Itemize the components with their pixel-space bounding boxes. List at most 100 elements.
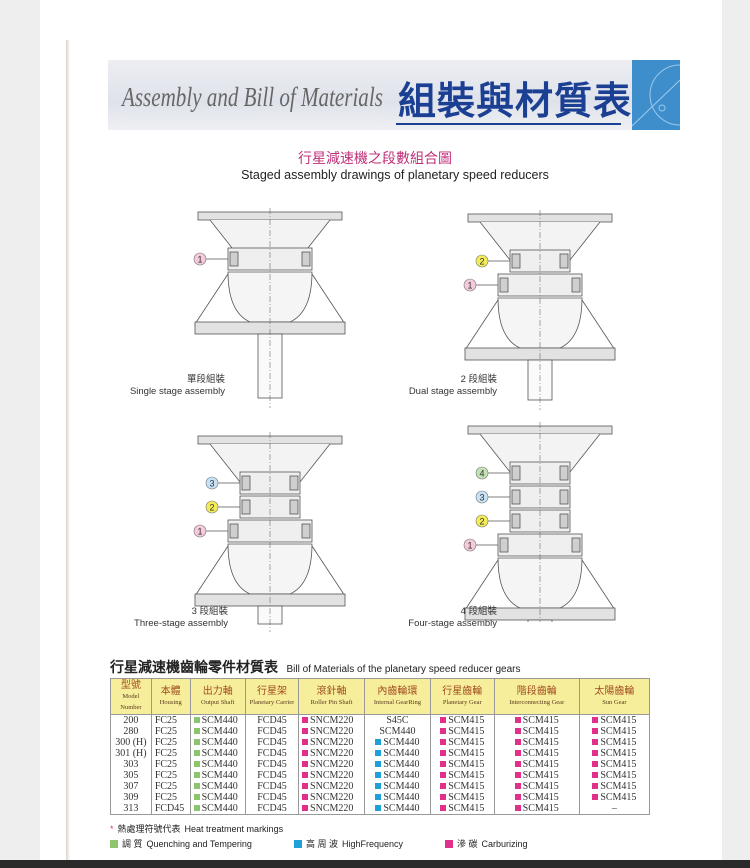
cell-value: SCM440 <box>201 781 238 792</box>
table-title: 行星減速機齒輪零件材質表 Bill of Materials of the pl… <box>110 657 520 677</box>
cell-value: SCM415 <box>522 737 559 748</box>
drawings-title-chinese: 行星減速機之段數組合圖 <box>298 150 452 166</box>
table-cell: SCM415 <box>493 770 580 781</box>
cell-value: SCM440 <box>383 759 420 770</box>
callout-stage-3 <box>205 476 219 490</box>
legend-label-english: Carburizing <box>481 839 528 849</box>
heat-treatment-marker <box>440 761 447 767</box>
legend-swatch <box>110 840 118 848</box>
heat-treatment-marker <box>375 750 382 756</box>
cell-value: SCM415 <box>448 803 485 814</box>
heat-treatment-marker <box>302 794 309 800</box>
table-cell: FCD45 <box>244 792 300 803</box>
cell-value: 309 <box>123 792 139 803</box>
table-cell: SCM415 <box>578 748 651 759</box>
table-cell: SNCM220 <box>298 803 365 815</box>
table-cell: SCM415 <box>493 781 580 792</box>
heat-treatment-marker <box>440 717 447 723</box>
table-cell: FCD45 <box>244 726 300 737</box>
heat-treatment-marker <box>375 783 382 789</box>
table-cell: FC25 <box>150 781 191 792</box>
column-header-chinese: 本體 <box>160 685 181 697</box>
table-cell: SCM415 <box>429 726 495 737</box>
table-cell: SCM415 <box>493 737 580 748</box>
table-cell: SCM415 <box>429 781 495 792</box>
column-header-chinese: 滾針軸 <box>316 685 347 697</box>
cell-value: FC25 <box>154 715 178 726</box>
callout-number: 2 <box>209 503 214 513</box>
title-english: Assembly and Bill of Materials <box>122 82 383 112</box>
heat-treatment-marker <box>440 728 447 734</box>
cell-value: FCD45 <box>257 770 287 781</box>
table-cell: SCM440 <box>363 792 431 803</box>
legend-label-english: Quenching and Tempering <box>146 839 252 849</box>
table-cell: FC25 <box>150 748 191 759</box>
column-header-english: Output Shaft <box>201 698 235 706</box>
column-header-chinese: 階段齒輪 <box>516 685 557 697</box>
table-cell: SCM415 <box>493 748 580 759</box>
table-cell: SNCM220 <box>298 759 365 770</box>
cell-value: SNCM220 <box>310 748 354 759</box>
column-header-chinese: 太陽齒輪 <box>594 685 635 697</box>
assembly-caption-chinese: 4 段組裝 <box>460 606 497 617</box>
table-cell: FC25 <box>150 714 191 726</box>
column-header-chinese: 行星架 <box>256 685 287 697</box>
column-header: 型號 Model Number <box>110 678 152 715</box>
cell-value: SCM415 <box>448 759 485 770</box>
table-cell: SCM415 <box>578 759 651 770</box>
cell-value: SCM415 <box>600 759 637 770</box>
cell-value: SNCM220 <box>310 737 354 748</box>
table-cell: SCM440 <box>189 781 246 792</box>
cell-value: FC25 <box>154 770 178 781</box>
heat-treatment-marker <box>440 772 447 778</box>
drawings-title-english: Staged assembly drawings of planetary sp… <box>241 168 549 182</box>
cell-value: SNCM220 <box>310 770 354 781</box>
heat-treatment-marker <box>514 739 521 745</box>
legend-swatch <box>444 840 453 848</box>
table-cell: SCM415 <box>493 792 580 803</box>
table-cell: SCM415 <box>578 770 651 781</box>
table-cell: SCM415 <box>429 770 495 781</box>
table-title-chinese: 行星減速機齒輪零件材質表 <box>110 659 278 675</box>
cell-value: SCM440 <box>201 748 238 759</box>
table-cell: S45C <box>363 714 431 726</box>
column-header-chinese: 型號 <box>120 680 141 691</box>
legend-swatch <box>293 840 302 848</box>
table-cell: 303 <box>110 759 152 770</box>
table-cell: SNCM220 <box>298 748 365 759</box>
column-header-english: Model Number <box>120 693 142 711</box>
heat-treatment-marker <box>193 728 200 734</box>
heat-treatment-marker <box>302 728 309 734</box>
table-cell: SCM415 <box>578 792 651 803</box>
heat-treatment-marker <box>375 794 382 800</box>
cell-value: SCM440 <box>379 726 416 737</box>
callout-stage-2 <box>475 254 489 268</box>
cell-value: SCM440 <box>383 737 420 748</box>
title-chinese: 組裝與材質表 <box>398 81 633 123</box>
table-cell: SCM440 <box>363 759 431 770</box>
heat-treatment-marker <box>193 772 200 778</box>
table-cell: SCM415 <box>493 803 580 815</box>
table-cell: SCM415 <box>429 748 495 759</box>
cell-value: 313 <box>123 803 139 814</box>
heat-treatment-marker <box>592 717 599 723</box>
column-header-english: Internal GearRing <box>373 698 421 706</box>
callout-stage-2 <box>475 514 489 528</box>
banner-blueprint-graphic <box>632 60 680 130</box>
assembly-drawing: 321 <box>193 432 346 632</box>
table-cell: SCM440 <box>363 781 431 792</box>
legend-note-chinese: 熱處理符號代表 <box>117 824 181 834</box>
table-cell: SCM440 <box>189 714 246 726</box>
table-cell: 305 <box>110 770 152 781</box>
table-cell: SCM440 <box>363 770 431 781</box>
cell-value: FCD45 <box>154 803 185 814</box>
